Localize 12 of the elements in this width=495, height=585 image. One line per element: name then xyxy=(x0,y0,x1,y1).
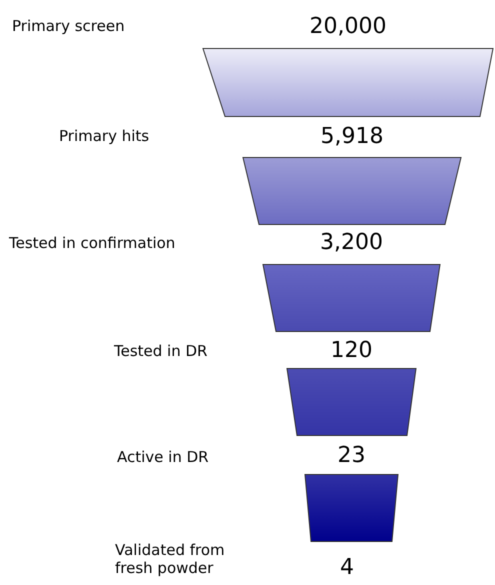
stage-label: Primary hits xyxy=(59,127,150,145)
count-label: 3,200 xyxy=(320,230,383,256)
count-label: 20,000 xyxy=(310,14,386,40)
stage-label: Validated from fresh powder xyxy=(115,541,226,577)
count-label: 120 xyxy=(330,338,372,364)
stage-label: Tested in confirmation xyxy=(9,234,176,252)
count-label: 5,918 xyxy=(320,124,384,150)
stage-label: Tested in DR xyxy=(114,342,208,360)
stage-label: Primary screen xyxy=(12,17,125,35)
count-label: 23 xyxy=(338,443,366,469)
count-label: 4 xyxy=(340,555,354,581)
stage-label: Active in DR xyxy=(117,448,209,466)
